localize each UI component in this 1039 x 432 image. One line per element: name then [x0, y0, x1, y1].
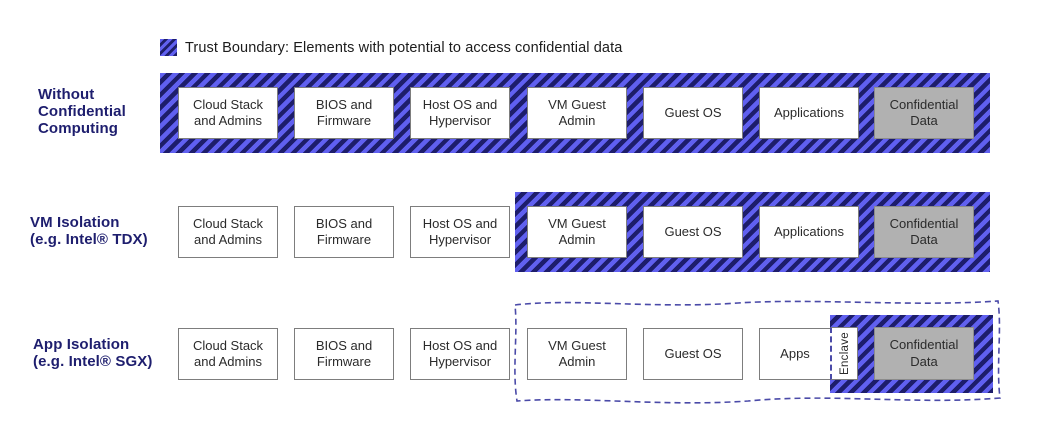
row-label-line: Computing	[38, 120, 119, 137]
box-applications: Applications	[759, 87, 859, 139]
box-vm-guest-admin: VM Guest Admin	[527, 206, 627, 258]
row-label-vm-isolation: VM Isolation (e.g. Intel® TDX)	[30, 214, 148, 248]
row-label-line: (e.g. Intel® SGX)	[33, 353, 153, 370]
enclave-vertical-label: Enclave	[838, 331, 851, 375]
box-host-os-and-hypervisor: Host OS and Hypervisor	[410, 206, 510, 258]
box-apps: Apps	[759, 328, 830, 380]
row-label-line: (e.g. Intel® TDX)	[30, 231, 148, 248]
box-enclave: Enclave	[830, 327, 858, 380]
box-applications: Applications	[759, 206, 859, 258]
box-guest-os: Guest OS	[643, 328, 743, 380]
box-vm-guest-admin: VM Guest Admin	[527, 328, 627, 380]
row-label-without-confidential-computing: Without Confidential Computing	[38, 86, 126, 137]
box-cloud-stack-and-admins: Cloud Stack and Admins	[178, 87, 278, 139]
box-cloud-stack-and-admins: Cloud Stack and Admins	[178, 328, 278, 380]
row-label-app-isolation: App Isolation (e.g. Intel® SGX)	[33, 336, 152, 370]
box-confidential-data: Confidential Data	[874, 87, 974, 139]
box-confidential-data: Confidential Data	[874, 327, 974, 380]
legend-label: Trust Boundary: Elements with potential …	[185, 39, 623, 56]
row-label-line: VM Isolation	[30, 214, 120, 231]
box-guest-os: Guest OS	[643, 87, 743, 139]
trust-boundary-hatch-icon	[160, 39, 177, 56]
box-bios-and-firmware: BIOS and Firmware	[294, 328, 394, 380]
box-confidential-data: Confidential Data	[874, 206, 974, 258]
box-bios-and-firmware: BIOS and Firmware	[294, 206, 394, 258]
box-vm-guest-admin: VM Guest Admin	[527, 87, 627, 139]
box-bios-and-firmware: BIOS and Firmware	[294, 87, 394, 139]
box-guest-os: Guest OS	[643, 206, 743, 258]
box-host-os-and-hypervisor: Host OS and Hypervisor	[410, 87, 510, 139]
row-label-line: Without	[38, 86, 95, 103]
legend: Trust Boundary: Elements with potential …	[160, 39, 622, 56]
row-label-line: Confidential	[38, 103, 126, 120]
row-label-line: App Isolation	[33, 336, 130, 353]
box-host-os-and-hypervisor: Host OS and Hypervisor	[410, 328, 510, 380]
box-cloud-stack-and-admins: Cloud Stack and Admins	[178, 206, 278, 258]
app-isolation-dashed-boundary	[514, 300, 1001, 404]
